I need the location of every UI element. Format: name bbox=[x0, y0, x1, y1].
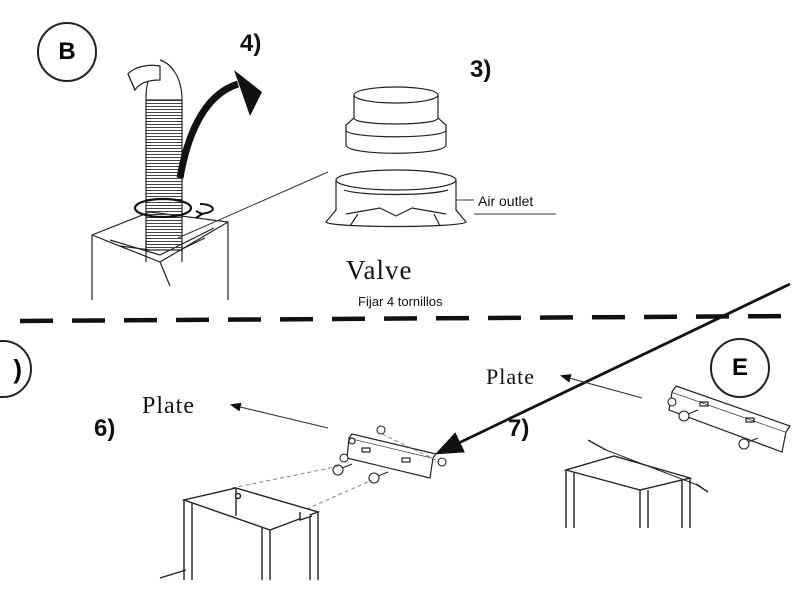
section-e-letter: E bbox=[731, 354, 748, 381]
valve-label: Valve bbox=[346, 255, 413, 285]
mounting-box-right bbox=[563, 439, 709, 528]
plate-left-arrow bbox=[229, 402, 329, 429]
long-pointer-arrow bbox=[434, 282, 791, 455]
valve-flange bbox=[325, 169, 467, 228]
pointer-line bbox=[177, 171, 329, 239]
section-b-letter: B bbox=[58, 38, 76, 65]
plate-left-label: Plate bbox=[142, 393, 195, 419]
section-e-badge: E bbox=[710, 338, 770, 398]
step-6-label: 6) bbox=[94, 415, 116, 442]
flexible-duct bbox=[127, 59, 183, 262]
step-7-label: 7) bbox=[508, 415, 530, 442]
clamp-arrow bbox=[199, 203, 214, 215]
plate-right-label: Plate bbox=[486, 364, 535, 389]
fixing-note: Fijar 4 tornillos bbox=[358, 294, 443, 309]
collar-adapter bbox=[345, 86, 447, 154]
step-4-label: 4) bbox=[240, 30, 262, 57]
step-3-label: 3) bbox=[470, 56, 492, 83]
mounting-plate-left bbox=[346, 433, 438, 479]
hood-body-top bbox=[91, 211, 229, 300]
plate-right-arrow bbox=[559, 374, 643, 399]
alignment-lines-left bbox=[231, 433, 441, 513]
rotation-arrow bbox=[176, 70, 262, 179]
plate-screws-left bbox=[332, 425, 447, 484]
clamp-ring bbox=[133, 197, 193, 219]
section-b-badge: B bbox=[37, 22, 97, 82]
plate-screws-right bbox=[667, 397, 759, 450]
chimney-left bbox=[159, 487, 321, 580]
section-d-letter: ) bbox=[13, 353, 22, 384]
section-divider bbox=[19, 313, 792, 324]
air-outlet-label: Air outlet bbox=[478, 193, 534, 209]
